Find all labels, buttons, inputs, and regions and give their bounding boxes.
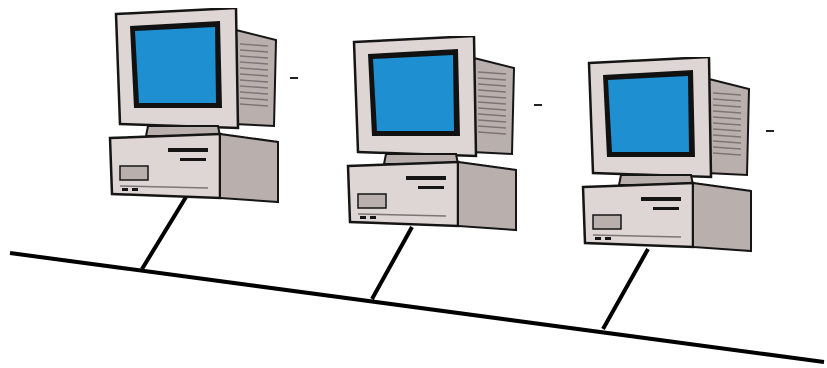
desktop-computer-icon bbox=[108, 8, 308, 208]
drop-cable-3 bbox=[603, 249, 648, 329]
drop-cable-2 bbox=[372, 227, 412, 299]
computer-node-3 bbox=[581, 57, 781, 257]
node-marker-2 bbox=[534, 104, 542, 106]
computer-node-2 bbox=[346, 36, 546, 236]
computer-node-1 bbox=[108, 8, 308, 208]
bus-backbone-line bbox=[10, 253, 824, 362]
node-marker-3 bbox=[766, 130, 774, 132]
node-marker-1 bbox=[290, 77, 298, 79]
desktop-computer-icon bbox=[346, 36, 546, 236]
desktop-computer-icon bbox=[581, 57, 781, 257]
